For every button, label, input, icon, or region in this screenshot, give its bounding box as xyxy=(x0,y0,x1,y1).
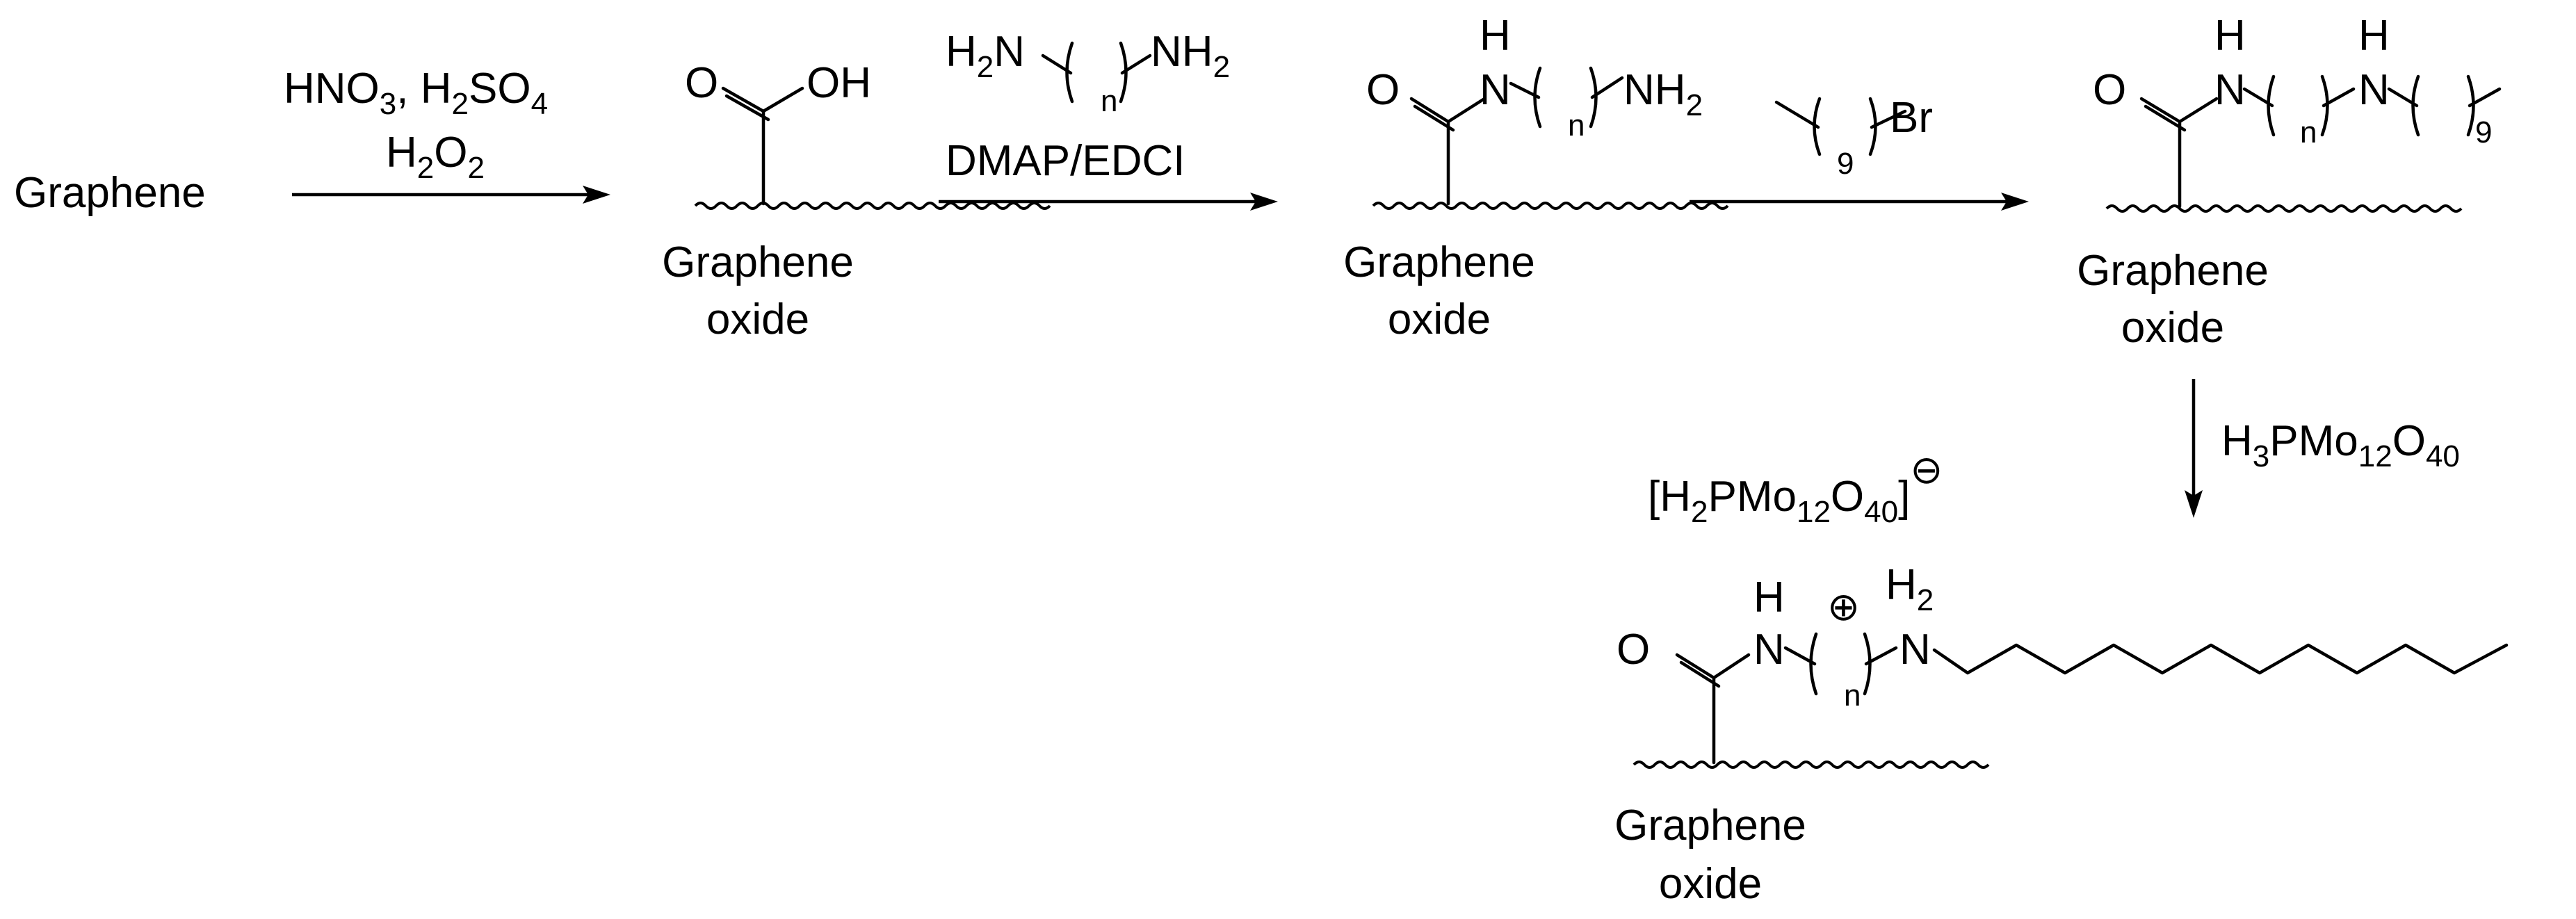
hydroxyl-group: OH xyxy=(807,59,871,107)
chain-index-n: n xyxy=(2300,115,2317,149)
bromodecane-reagent: 9 Br xyxy=(1774,94,1933,181)
product-label-line2: oxide xyxy=(1659,860,1762,908)
diamine-h2n: H2N xyxy=(946,28,1025,84)
product-label-line1: Graphene xyxy=(1614,802,1806,849)
product-amide-nitrogen: N xyxy=(1753,626,1785,674)
step1-arrow xyxy=(292,186,610,204)
ammonium-hydrogens: H2 xyxy=(1886,561,1934,617)
product-ammonium-cation: O H N n ⊕ H2 N Graphene oxide xyxy=(1614,561,2509,908)
step3-arrow xyxy=(1690,193,2029,211)
graphene-oxide-carboxylic-acid: O OH Graphene oxide xyxy=(662,59,1051,343)
product-amide-oxygen: O xyxy=(1617,626,1650,674)
compound2-label-line1: Graphene xyxy=(1343,238,1535,286)
ammonium-nitrogen: N xyxy=(1899,626,1931,674)
diamine-index: n xyxy=(1101,84,1117,118)
chain-index-9: 9 xyxy=(2475,115,2492,149)
amide-hydrogen: H xyxy=(1480,12,1511,60)
graphene-start-label: Graphene xyxy=(14,169,206,217)
terminal-amine: NH2 xyxy=(1623,66,1703,122)
amine-hydrogen-3: H xyxy=(2358,12,2390,60)
compound2-label-line2: oxide xyxy=(1388,295,1491,343)
step2-conditions: DMAP/EDCI xyxy=(946,137,1185,185)
decyl-chain xyxy=(1932,643,2509,675)
product-chain-index: n xyxy=(1844,678,1861,713)
polyoxometalate-anion: [H2PMo12O40]⊖ xyxy=(1648,448,1943,529)
graphene-oxide-decylamine: O H N n H N 9 Graphene oxide xyxy=(2077,12,2502,352)
diamine-nh2: NH2 xyxy=(1151,28,1230,84)
step4-arrow xyxy=(2185,379,2203,518)
diamine-reagent: H2N n NH2 xyxy=(946,28,1230,118)
amide-oxygen: O xyxy=(1366,66,1400,114)
amide-nitrogen-3: N xyxy=(2214,66,2246,114)
compound3-label-line2: oxide xyxy=(2121,304,2224,352)
amide-nitrogen: N xyxy=(1480,66,1511,114)
compound1-label-line2: oxide xyxy=(706,295,809,343)
bromodecane-index: 9 xyxy=(1837,147,1854,181)
bromine-atom: Br xyxy=(1890,94,1933,142)
graphene-oxide-aminoamide: O H N n NH2 Graphene oxide xyxy=(1343,12,1729,343)
chain-index: n xyxy=(1568,108,1585,143)
amide-hydrogen-3: H xyxy=(2214,12,2246,60)
compound3-label-line1: Graphene xyxy=(2077,247,2269,295)
amine-nitrogen-3: N xyxy=(2358,66,2390,114)
carbonyl-oxygen: O xyxy=(685,59,718,107)
positive-charge: ⊕ xyxy=(1827,585,1860,628)
step1-reagent-peroxide: H2O2 xyxy=(386,129,485,185)
product-amide-hydrogen: H xyxy=(1753,574,1785,621)
amide-oxygen-3: O xyxy=(2093,66,2126,114)
phosphomolybdic-acid-reagent: H3PMo12O40 xyxy=(2221,417,2460,473)
step1-reagent-acids: HNO3, H2SO4 xyxy=(284,65,548,121)
step2-arrow xyxy=(939,193,1278,211)
compound1-label-line1: Graphene xyxy=(662,238,854,286)
